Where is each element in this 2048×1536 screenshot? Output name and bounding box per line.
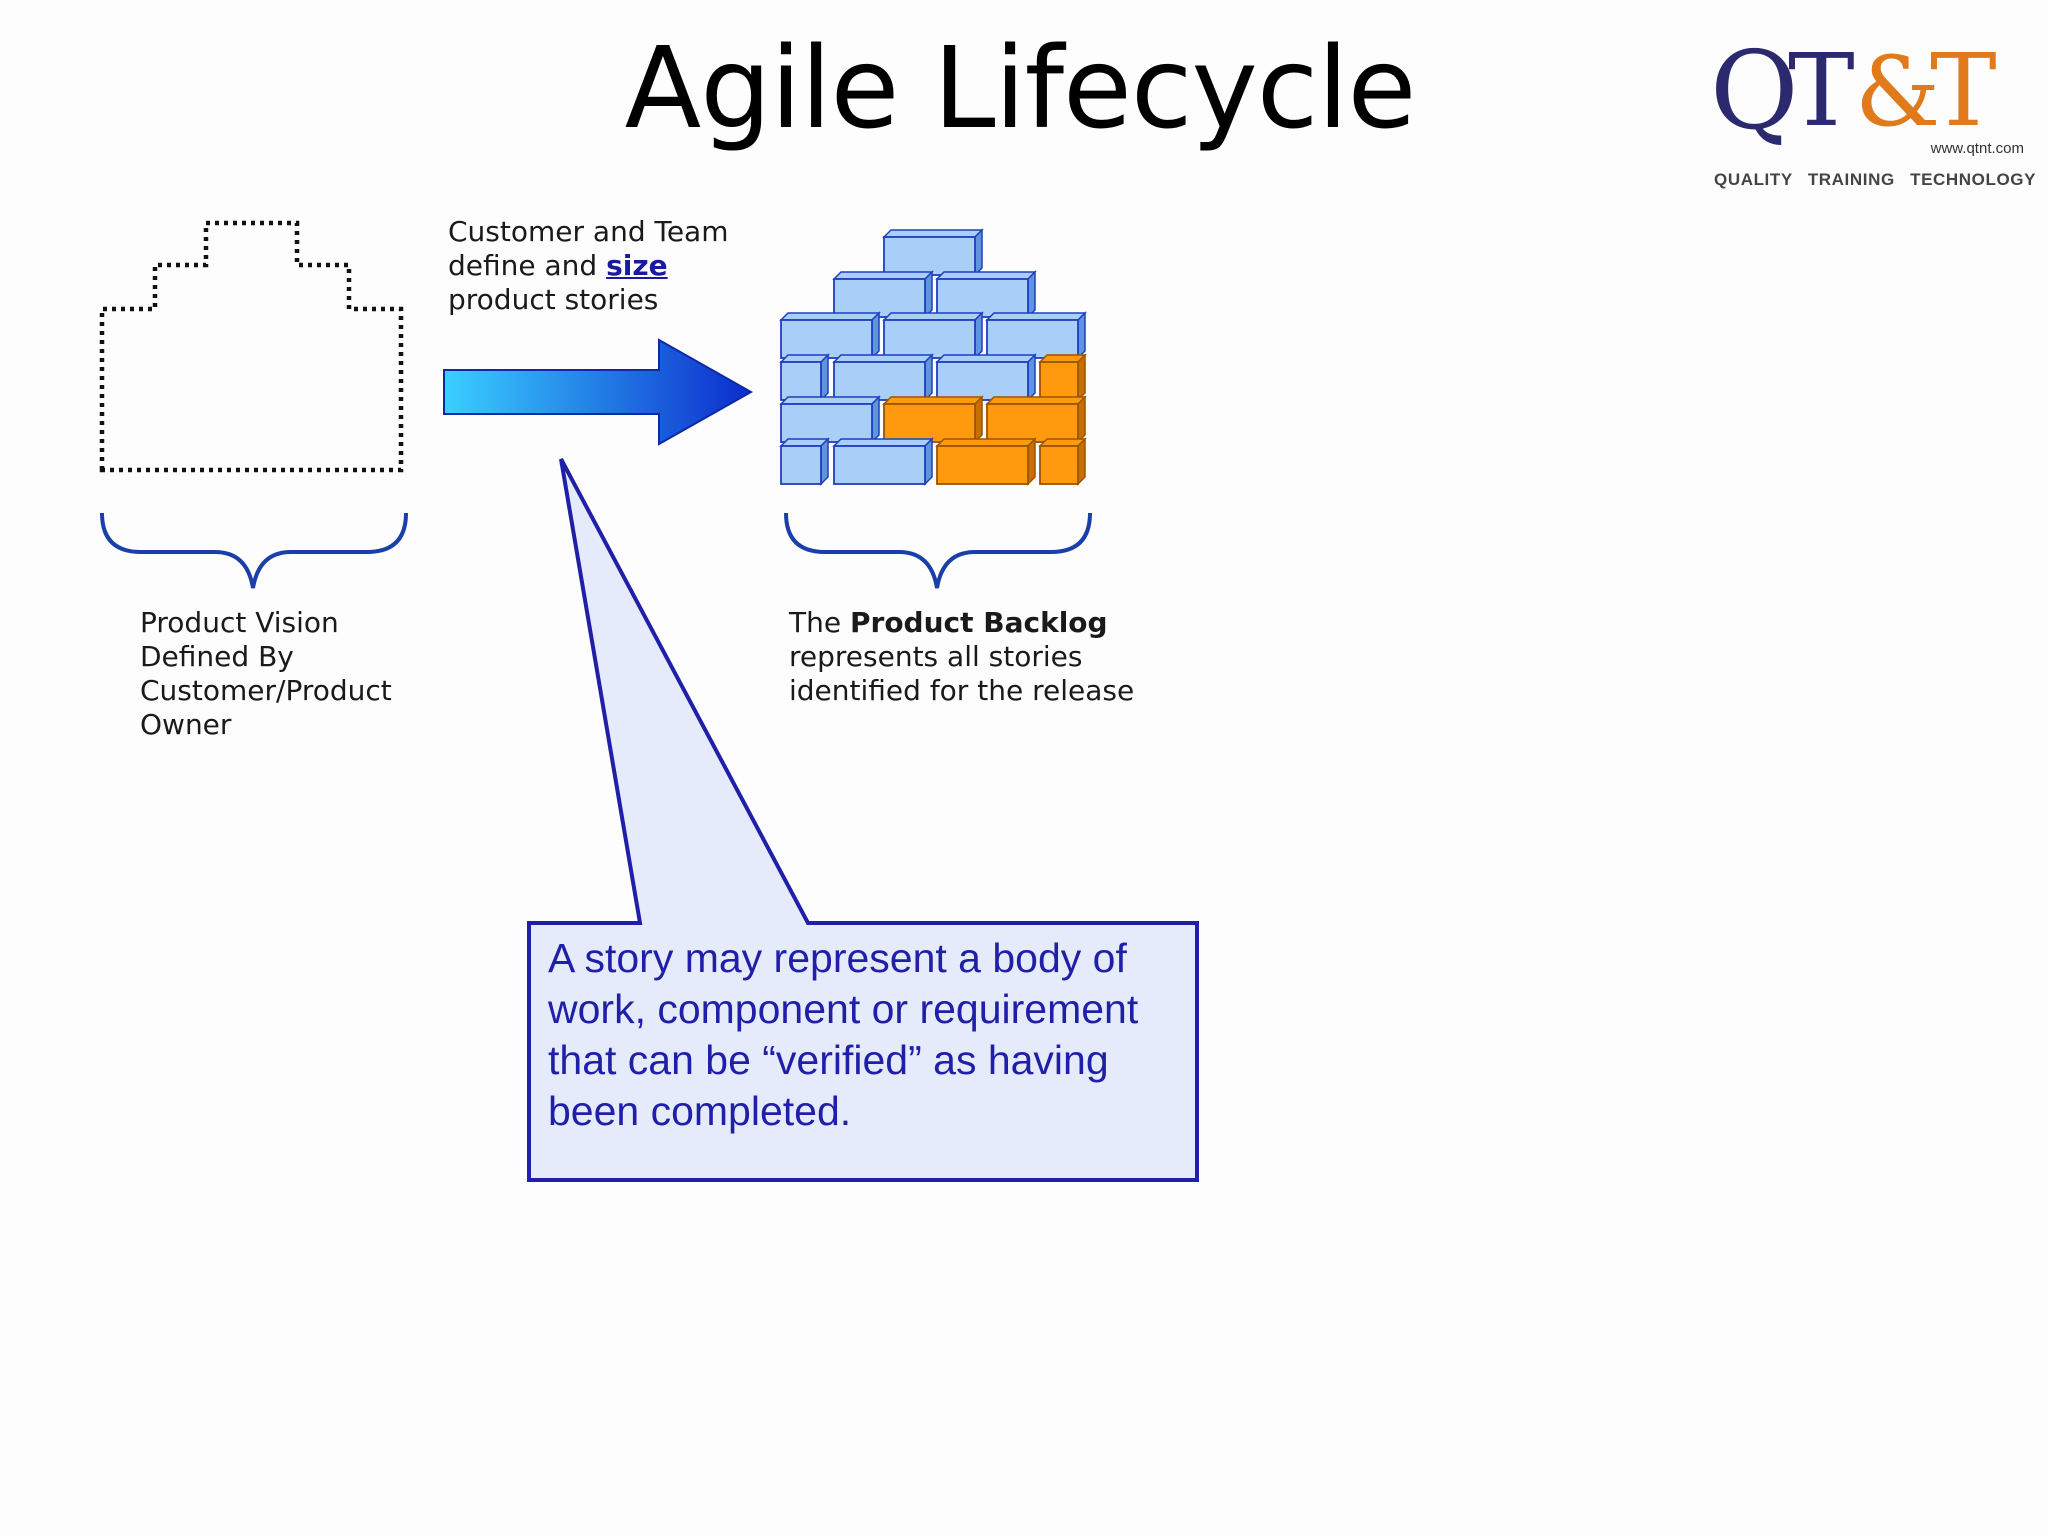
product-backlog-term: Product Backlog	[849, 606, 1108, 639]
callout-text: A story may represent a body of work, co…	[548, 935, 1139, 1134]
product-backlog-bricks	[779, 228, 1087, 486]
story-brick	[779, 395, 881, 444]
arrow-label-line2: define and size	[448, 249, 668, 282]
story-brick	[779, 437, 830, 486]
story-brick	[832, 270, 934, 319]
story-brick	[985, 311, 1087, 360]
arrow-label-line1: Customer and Team	[448, 215, 729, 248]
company-logo: Q T & T www.qtnt.com QUALITY TRAINING TE…	[1710, 20, 2035, 200]
backlog-label-line3: identified for the release	[789, 674, 1135, 707]
svg-text:T: T	[1930, 32, 1997, 149]
story-brick-selected	[882, 395, 984, 444]
story-brick	[882, 311, 984, 360]
vision-label-line: Product Vision	[140, 606, 339, 639]
story-brick-selected	[935, 437, 1037, 486]
backlog-label: The Product Backlog represents all stori…	[789, 606, 1134, 708]
logo-url: www.qtnt.com	[1930, 140, 2024, 157]
slide-title: Agile Lifecycle	[624, 24, 1417, 154]
story-brick	[832, 353, 934, 402]
svg-text:Q: Q	[1710, 29, 1795, 154]
story-brick	[779, 311, 881, 360]
story-brick-selected	[985, 395, 1087, 444]
backlog-brace	[784, 512, 1092, 589]
arrow-label-line3: product stories	[448, 283, 659, 316]
backlog-label-line2: represents all stories	[789, 640, 1083, 673]
vision-brace	[100, 512, 408, 589]
story-brick-selected	[1038, 353, 1087, 402]
size-stories-arrow	[443, 338, 754, 446]
story-brick-selected	[1038, 437, 1087, 486]
vision-label-line: Defined By	[140, 640, 294, 673]
story-brick	[882, 228, 984, 277]
svg-text:T: T	[1788, 32, 1855, 149]
vision-label-line: Customer/Product	[140, 674, 392, 707]
svg-text:&: &	[1855, 36, 1940, 148]
story-brick	[779, 353, 830, 402]
vision-label-line: Owner	[140, 708, 232, 741]
logo-tagline: QUALITY TRAINING TECHNOLOGY	[1714, 170, 2037, 189]
qtt-logo-mark: Q T & T	[1710, 29, 1997, 154]
vision-label: Product Vision Defined By Customer/Produ…	[140, 606, 392, 742]
size-link[interactable]: size	[606, 249, 668, 282]
product-vision-outline	[99, 220, 404, 473]
story-brick	[935, 353, 1037, 402]
story-brick	[832, 437, 934, 486]
arrow-label: Customer and Team define and size produc…	[448, 215, 729, 317]
backlog-label-line1: The Product Backlog	[789, 606, 1108, 639]
callout-bubble	[527, 458, 1199, 1182]
story-brick	[935, 270, 1037, 319]
